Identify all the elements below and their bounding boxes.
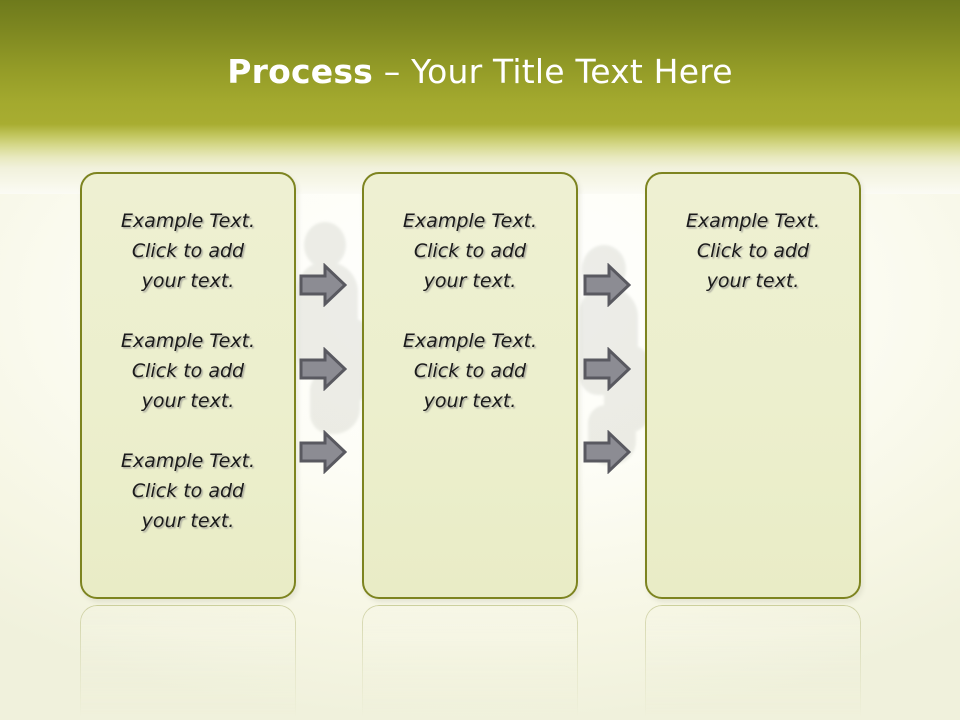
process-step-2[interactable]: Example Text. Click to add your text. Ex… — [362, 172, 578, 599]
page-title: Process – Your Title Text Here — [0, 52, 960, 92]
page-title-bold: Process — [227, 52, 374, 91]
box-reflection-1 — [80, 605, 296, 717]
box-reflection-3 — [645, 605, 861, 717]
arrow-right-icon[interactable] — [583, 347, 631, 391]
process-step-1[interactable]: Example Text. Click to add your text. Ex… — [80, 172, 296, 599]
step-3-paragraph-1[interactable]: Example Text. Click to add your text. — [685, 210, 821, 292]
step-2-paragraph-1[interactable]: Example Text. Click to add your text. — [402, 210, 538, 292]
step-1-paragraph-3[interactable]: Example Text. Click to add your text. — [120, 450, 256, 532]
page-title-rest: – Your Title Text Here — [373, 52, 733, 91]
silhouette-head-icon — [304, 222, 346, 268]
title-band — [0, 0, 960, 124]
step-2-paragraph-2[interactable]: Example Text. Click to add your text. — [402, 330, 538, 412]
step-1-paragraph-1[interactable]: Example Text. Click to add your text. — [120, 210, 256, 292]
silhouette-leg-icon — [310, 372, 360, 434]
box-reflection-2 — [362, 605, 578, 717]
arrow-right-icon[interactable] — [299, 430, 347, 474]
title-band-fade — [0, 124, 960, 168]
arrow-right-icon[interactable] — [299, 263, 347, 307]
step-1-paragraph-2[interactable]: Example Text. Click to add your text. — [120, 330, 256, 412]
arrow-right-icon[interactable] — [583, 263, 631, 307]
arrow-right-icon[interactable] — [299, 347, 347, 391]
process-step-3[interactable]: Example Text. Click to add your text. — [645, 172, 861, 599]
arrow-right-icon[interactable] — [583, 430, 631, 474]
